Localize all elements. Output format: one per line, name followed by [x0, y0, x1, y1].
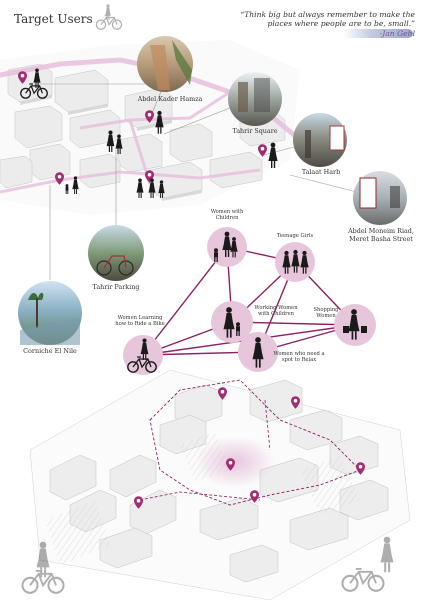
node-learning-bike[interactable]: [123, 335, 163, 375]
group-label-working-women: Working Women with Children: [254, 305, 298, 317]
group-label-teenage-girls: Teenage Girls: [276, 233, 314, 239]
photo-circles: [18, 36, 407, 345]
photo-tahrir-parking[interactable]: [88, 225, 144, 281]
place-label-tahrir-parking: Tahrir Parking: [92, 283, 140, 291]
node-working-women[interactable]: [211, 301, 253, 343]
group-label-shopping-women: Shopping Women: [313, 307, 339, 319]
user-group-nodes: [123, 227, 376, 375]
node-relax[interactable]: [238, 332, 278, 372]
quote-text: “Think big but always remember to make t…: [240, 10, 415, 29]
node-shopping-women[interactable]: [334, 304, 376, 346]
photo-corniche[interactable]: [18, 281, 82, 345]
group-label-learning-bike: Women Learning how to Ride a Bike: [115, 315, 165, 327]
quote-brush-stroke: [343, 29, 413, 38]
photo-abdel-kader[interactable]: [137, 36, 193, 92]
group-label-relax: Women who need a spot to Relax: [273, 351, 325, 363]
bicycle-icon: [21, 569, 65, 594]
place-label-abdel-kader: Abdel Kader Hamza: [137, 95, 203, 103]
place-label-talaat-harb: Talaat Harb: [301, 168, 341, 176]
photo-abdel-moneim[interactable]: [353, 171, 407, 225]
photo-talaat-harb[interactable]: [293, 113, 347, 167]
node-women-children[interactable]: [207, 227, 247, 267]
place-label-corniche: Corniche El Nile: [23, 347, 77, 355]
woman-silhouette-icon: [380, 536, 394, 573]
page-title: Target Users: [14, 12, 93, 26]
bicycle-icon: [341, 567, 385, 592]
place-label-tahrir-square: Tahrir Square: [232, 127, 278, 135]
bottom-iso-map: [29, 369, 411, 601]
photo-tahrir-square[interactable]: [228, 72, 282, 126]
node-teenage-girls[interactable]: [275, 242, 315, 282]
sketch-top: [95, 4, 123, 30]
group-label-women-children: Women with Children: [210, 209, 244, 221]
place-label-abdel-moneim: Abdel Moneim Riad, Meret Basha Street: [348, 227, 414, 243]
